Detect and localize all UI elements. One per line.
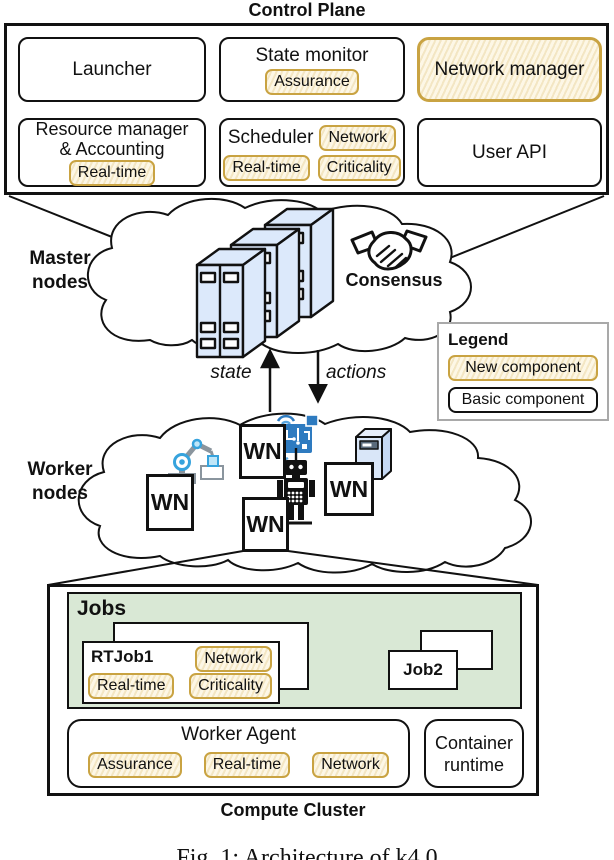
launcher-box: Launcher [18,37,206,102]
state-arrow-label: state [210,362,252,383]
wn-box-2: WN [239,424,286,479]
server-stack-icon [195,207,335,359]
worker-agent-label: Worker Agent [181,724,296,745]
realtime-tag: Real-time [88,673,175,699]
wn-box-4: WN [324,462,374,516]
wn-label: WN [150,489,190,515]
resource-manager-label-2: & Accounting [59,138,165,159]
job2-card: Job2 [388,650,458,690]
resource-manager-box: Resource manager & Accounting Real-time [18,118,206,187]
wn-label: WN [243,438,282,464]
consensus-label: Consensus [345,270,443,290]
jobs-title: Jobs [77,597,127,620]
job2-label: Job2 [403,660,443,679]
criticality-tag: Criticality [317,154,401,181]
master-nodes-label-2: nodes [32,272,88,293]
legend-basic-component: Basic component [448,387,598,413]
wn-box-1: WN [146,474,194,531]
launcher-label: Launcher [72,58,152,80]
worker-agent-box: Worker Agent Assurance Real-time Network [67,719,410,788]
scheduler-label: Scheduler [227,126,314,148]
control-plane-title: Control Plane [248,0,366,20]
assurance-tag: Assurance [265,68,359,95]
user-api-box: User API [417,118,602,187]
legend-new-component: New component [448,355,598,381]
worker-nodes-label: Worker nodes [14,458,106,506]
master-nodes-label-1: Master [29,248,91,269]
compute-cluster-label: Compute Cluster [220,800,366,820]
network-manager-box: Network manager [417,37,602,102]
legend-box: Legend New component Basic component [437,322,609,421]
network-tag: Network [312,752,389,778]
user-api-label: User API [472,141,547,163]
network-tag: Network [319,124,397,151]
handshake-icon [350,229,428,271]
scheduler-box: Scheduler Network Real-time Criticality [219,118,405,187]
legend-title: Legend [448,330,509,349]
container-runtime-label-2: runtime [443,754,505,775]
wn-label: WN [246,511,285,537]
rtjob1-card: RTJob1 Network Real-time Criticality [82,641,280,704]
figure-caption: Fig. 1: Architecture of k4.0 [176,845,438,860]
network-manager-label: Network manager [434,58,585,80]
actions-arrow-label: actions [326,362,387,383]
rtjob1-label: RTJob1 [91,647,154,666]
network-tag: Network [195,646,272,672]
wn-box-3: WN [242,497,289,552]
criticality-tag: Criticality [189,673,272,699]
realtime-tag: Real-time [223,154,310,181]
wn-to-cluster-lines [47,550,539,586]
assurance-tag: Assurance [88,752,182,778]
worker-nodes-label-2: nodes [32,483,88,504]
wn-label: WN [329,475,369,502]
realtime-tag: Real-time [68,159,156,186]
resource-manager-label-1: Resource manager [35,118,189,139]
worker-nodes-label-1: Worker [27,459,93,480]
container-runtime-box: Container runtime [424,719,524,788]
state-monitor-label: State monitor [255,44,369,66]
state-monitor-box: State monitor Assurance [219,37,405,102]
realtime-tag: Real-time [203,752,291,778]
master-nodes-label: Master nodes [14,247,106,295]
container-runtime-label-1: Container [434,732,514,753]
